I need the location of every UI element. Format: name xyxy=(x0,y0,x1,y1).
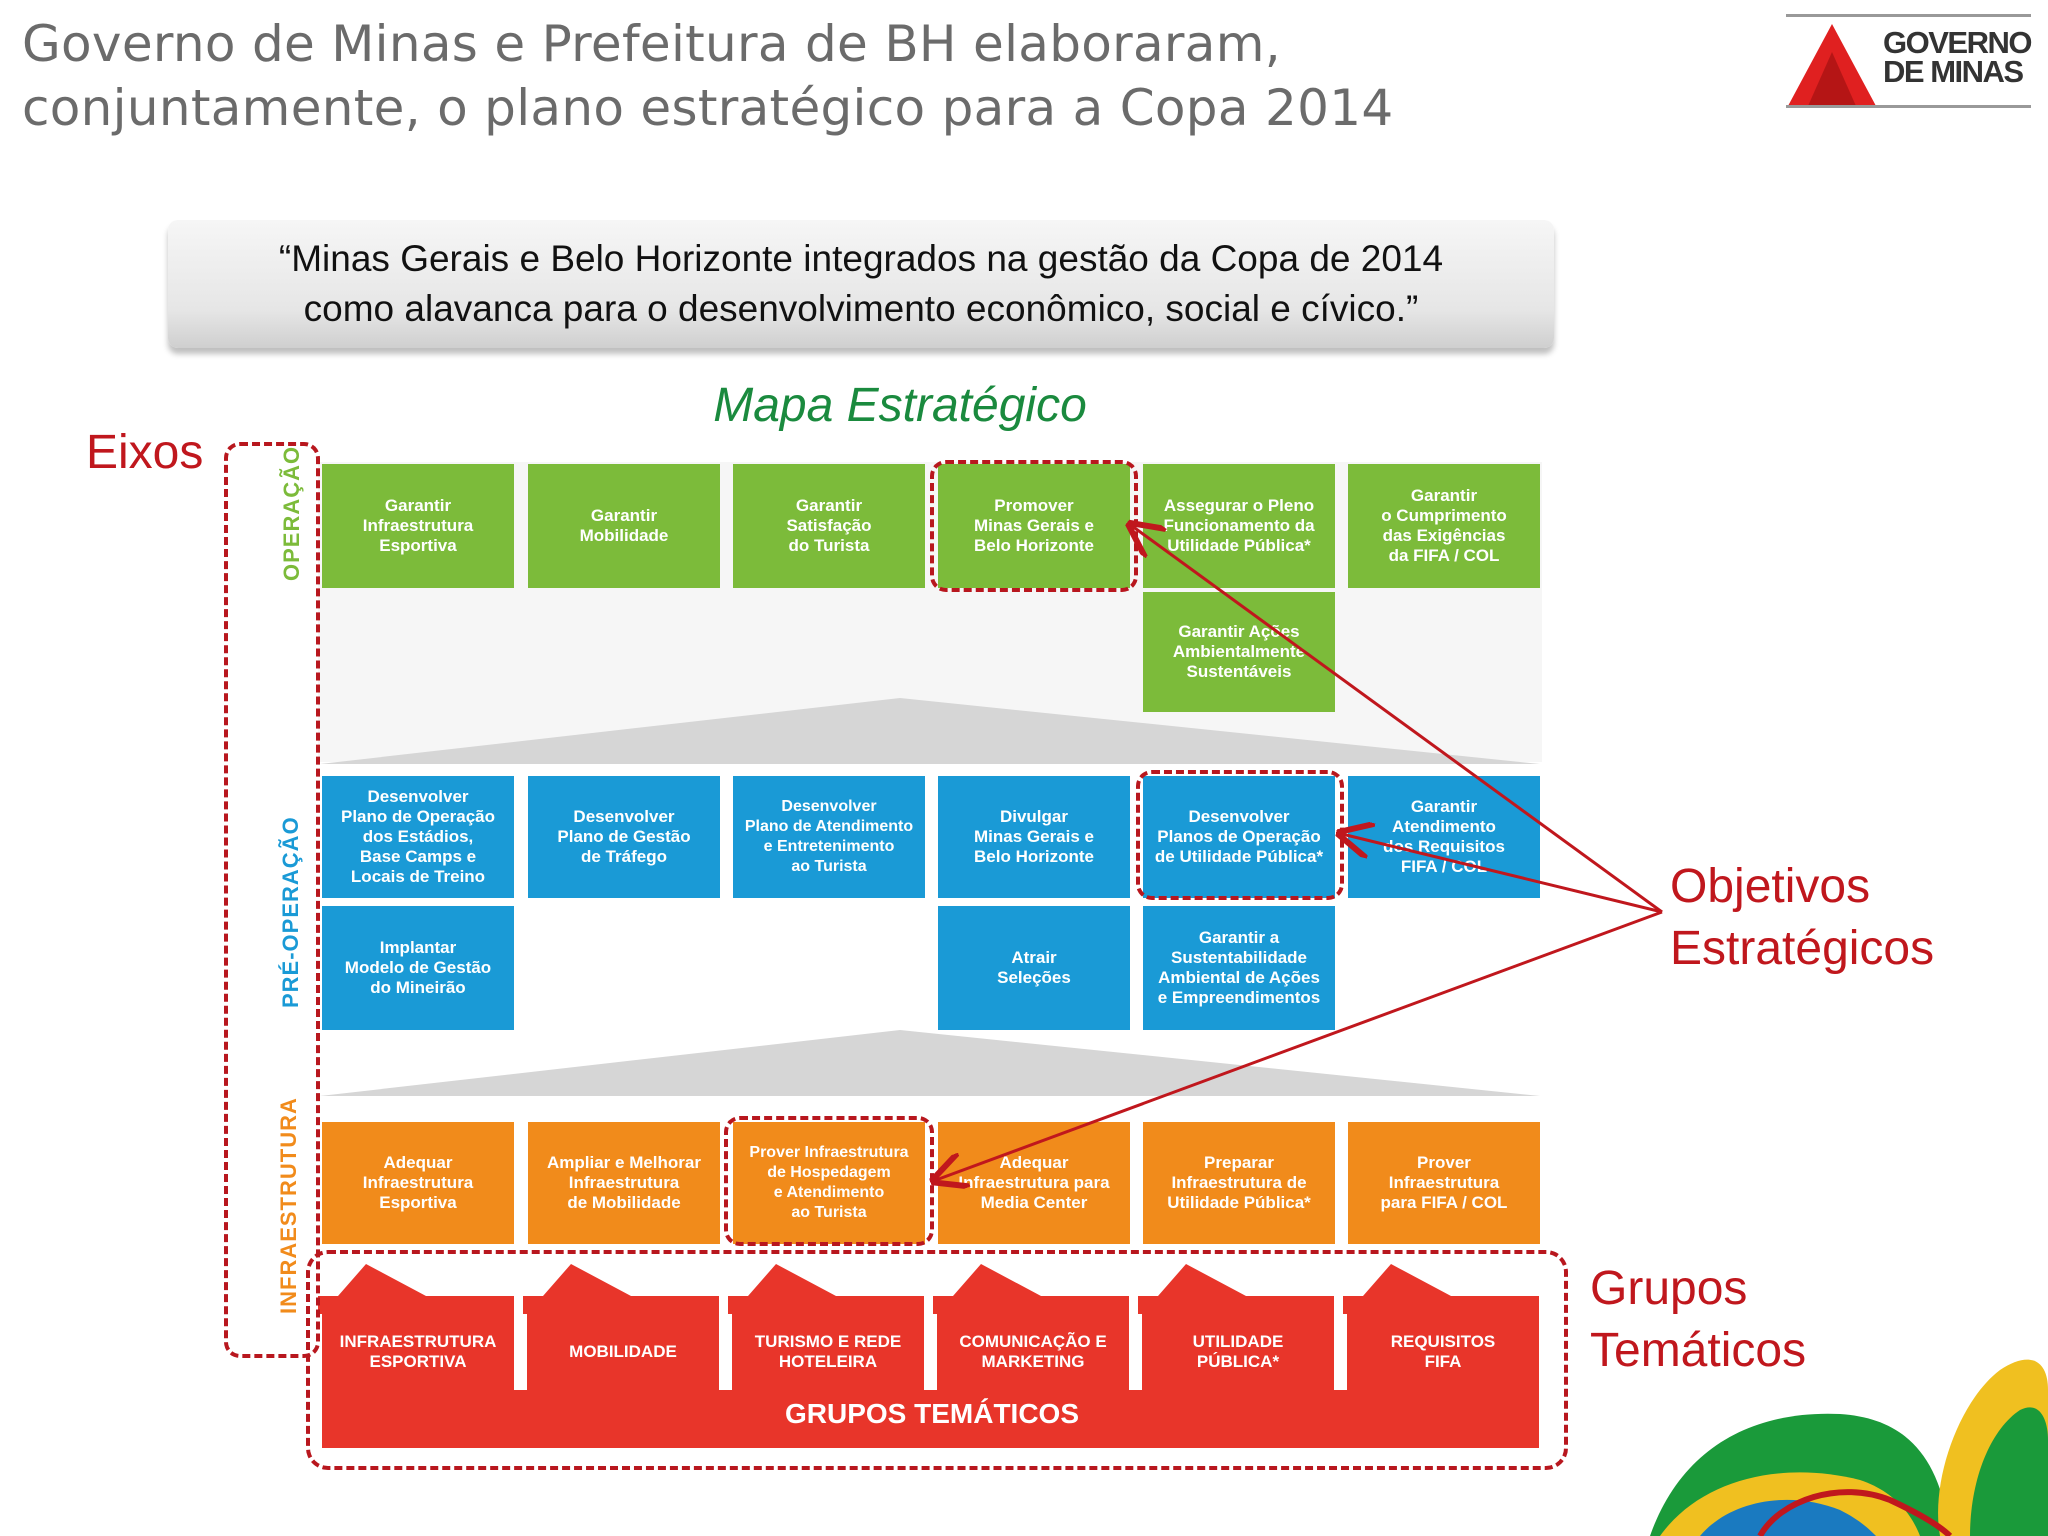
governo-minas-logo: GOVERNO DE MINAS xyxy=(1786,14,2032,108)
grupos-line-1: Grupos xyxy=(1590,1262,1748,1315)
quote-line-2: como alavanca para o desenvolvimento eco… xyxy=(303,288,1419,329)
objetivos-line-1: Objetivos xyxy=(1670,860,1871,913)
objetivos-line-2: Estratégicos xyxy=(1670,922,1935,975)
objective-infra-1: Adequar Infraestrutura Esportiva xyxy=(322,1122,514,1244)
objective-infra-6: Prover Infraestrutura para FIFA / COL xyxy=(1348,1122,1540,1244)
objetivos-label: Objetivos Estratégicos xyxy=(1670,856,1934,980)
grupos-tematicos-title: GRUPOS TEMÁTICOS xyxy=(784,1398,1079,1429)
logo-top-rule xyxy=(1786,14,2031,17)
objective-operacao-1: Garantir Infraestrutura Esportiva xyxy=(322,464,514,588)
grupos-label: Grupos Temáticos xyxy=(1590,1258,1806,1382)
title-line-1: Governo de Minas e Prefeitura de BH elab… xyxy=(22,15,1281,73)
quote-line-1: “Minas Gerais e Belo Horizonte integrado… xyxy=(278,238,1444,279)
logo-line-2: DE MINAS xyxy=(1883,54,2024,89)
objective-preop-9: Garantir a Sustentabilidade Ambiental de… xyxy=(1143,906,1335,1030)
slide-title: Governo de Minas e Prefeitura de BH elab… xyxy=(22,12,1393,140)
layer-separators xyxy=(320,698,1540,1096)
objective-preop-7: Implantar Modelo de Gestão do Mineirão xyxy=(322,906,514,1030)
objective-infra-2: Ampliar e Melhorar Infraestrutura de Mob… xyxy=(528,1122,720,1244)
logo-bottom-rule xyxy=(1786,105,2031,108)
objective-preop-6: Garantir Atendimento dos Requisitos FIFA… xyxy=(1348,776,1540,898)
grupos-line-2: Temáticos xyxy=(1590,1324,1807,1377)
vision-quote-box: “Minas Gerais e Belo Horizonte integrado… xyxy=(168,220,1554,348)
objective-operacao-3: Garantir Satisfação do Turista xyxy=(733,464,925,588)
logo-line-1: GOVERNO xyxy=(1883,25,2032,60)
title-line-2: conjuntamente, o plano estratégico para … xyxy=(22,79,1394,137)
objective-preop-2: Desenvolver Plano de Gestão de Tráfego xyxy=(528,776,720,898)
objective-operacao-5: Assegurar o Pleno Funcionamento da Utili… xyxy=(1143,464,1335,588)
grupo-turismo: TURISMO E REDE HOTELEIRA xyxy=(754,1332,902,1371)
grupo-infraestrutura-esportiva: INFRAESTRUTURA ESPORTIVA xyxy=(339,1332,497,1371)
logo-text: GOVERNO DE MINAS xyxy=(1883,25,2032,89)
copa-2014-logo-fragment xyxy=(1650,1359,2048,1536)
grupo-comunicacao: COMUNICAÇÃO E MARKETING xyxy=(959,1332,1107,1371)
objective-operacao-4: Promover Minas Gerais e Belo Horizonte xyxy=(938,464,1130,588)
eixos-label: Eixos xyxy=(86,426,204,479)
grupos-dashed-outline xyxy=(306,1250,1568,1470)
eixos-dashed-outline xyxy=(224,442,320,1358)
grupo-utilidade-publica: UTILIDADE PÚBLICA* xyxy=(1192,1332,1284,1371)
grupo-requisitos-fifa: REQUISITOS FIFA xyxy=(1390,1332,1496,1371)
grupo-mobilidade: MOBILIDADE xyxy=(569,1342,677,1361)
objective-preop-5: Desenvolver Planos de Operação de Utilid… xyxy=(1143,776,1335,898)
map-title: Mapa Estratégico xyxy=(713,379,1087,432)
grupos-tematicos-block xyxy=(318,1264,1539,1448)
objective-infra-5: Preparar Infraestrutura de Utilidade Púb… xyxy=(1143,1122,1335,1244)
objective-preop-1: Desenvolver Plano de Operação dos Estádi… xyxy=(322,776,514,898)
objective-preop-3: Desenvolver Plano de Atendimento e Entre… xyxy=(733,776,925,898)
objective-infra-3: Prover Infraestrutura de Hospedagem e At… xyxy=(733,1122,925,1244)
objective-operacao-6: Garantir o Cumprimento das Exigências da… xyxy=(1348,464,1540,588)
objective-preop-8: Atrair Seleções xyxy=(938,906,1130,1030)
objective-preop-4: Divulgar Minas Gerais e Belo Horizonte xyxy=(938,776,1130,898)
objective-operacao-2: Garantir Mobilidade xyxy=(528,464,720,588)
triangle-logo-icon xyxy=(1788,24,1876,106)
